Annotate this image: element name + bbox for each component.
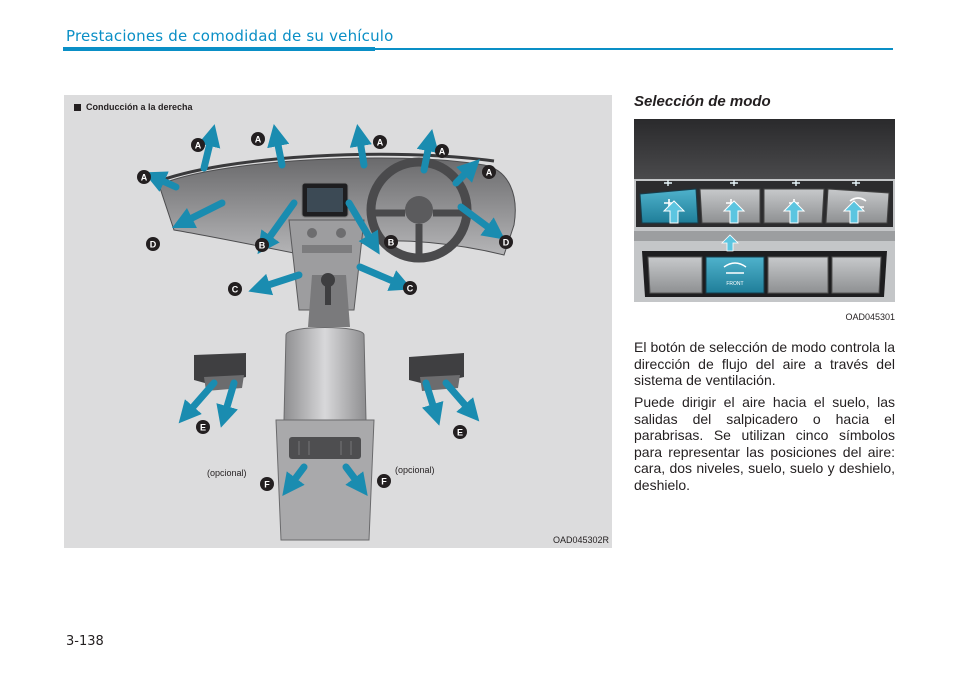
svg-text:C: C: [232, 285, 239, 295]
header-rule-accent: [63, 47, 375, 51]
dashboard-illustration: A A A A A A B B C C D D E E F F: [137, 123, 516, 541]
section-header: Prestaciones de comodidad de su vehículo: [66, 27, 394, 45]
vent-badge-a: A: [251, 132, 265, 146]
header-rule: [375, 48, 893, 50]
vent-badge-b: B: [384, 235, 398, 249]
gear-shifter: [308, 273, 350, 327]
arrow-up-icon: [662, 200, 686, 224]
paragraph-intro: El botón de selección de modo controla l…: [634, 339, 895, 388]
svg-text:E: E: [200, 423, 206, 433]
vent-badge-b: B: [255, 238, 269, 252]
vent-badge-a: A: [373, 135, 387, 149]
vent-badge-e: E: [196, 420, 210, 434]
floor-vent-right: [409, 353, 464, 391]
vent-badge-f: F: [260, 477, 274, 491]
vent-badge-a: A: [435, 144, 449, 158]
arrow-up-icon: [721, 234, 739, 252]
svg-text:A: A: [439, 147, 446, 157]
svg-text:D: D: [503, 238, 510, 248]
caption-square-icon: [74, 103, 81, 111]
vent-badge-f: F: [377, 474, 391, 488]
mode-buttons-figure: FRONT: [634, 119, 895, 302]
caption-text: Conducción a la derecha: [86, 102, 193, 112]
vent-badge-c: C: [228, 282, 242, 296]
svg-text:D: D: [150, 240, 157, 250]
vent-badge-d: D: [146, 237, 160, 251]
optional-label-right: (opcional): [395, 465, 435, 475]
arrow-up-icon: [782, 200, 806, 224]
svg-text:E: E: [457, 428, 463, 438]
svg-text:A: A: [141, 173, 148, 183]
svg-text:A: A: [486, 168, 493, 178]
figure-code-right: OAD045301: [845, 312, 895, 322]
front-button-label: FRONT: [726, 281, 743, 287]
svg-text:F: F: [264, 480, 270, 490]
dashboard-vents-figure: A A A A A A B B C C D D E E F F Conducci…: [64, 95, 612, 548]
page-number: 3-138: [66, 634, 104, 649]
vent-label-badges: A A A A A A B B C C D D E E F F: [137, 132, 513, 491]
vent-badge-c: C: [403, 281, 417, 295]
arrow-up-icon: [842, 200, 866, 224]
floor-vent-left: [194, 353, 246, 391]
vent-badge-a: A: [482, 165, 496, 179]
svg-text:A: A: [255, 135, 262, 145]
svg-text:A: A: [377, 138, 384, 148]
airflow-arrows: [143, 123, 505, 496]
vent-badge-e: E: [453, 425, 467, 439]
svg-text:A: A: [195, 141, 202, 151]
mode-buttons-illustration: FRONT: [634, 119, 895, 302]
arrow-up-icon: [722, 200, 746, 224]
figure-code: OAD045302R: [552, 535, 609, 545]
vent-badge-d: D: [499, 235, 513, 249]
svg-text:B: B: [388, 238, 395, 248]
svg-text:F: F: [381, 477, 387, 487]
svg-text:C: C: [407, 284, 414, 294]
svg-text:B: B: [259, 241, 266, 251]
optional-label-left: (opcional): [207, 468, 247, 478]
figure-caption: Conducción a la derecha: [74, 102, 193, 112]
vent-badge-a: A: [191, 138, 205, 152]
vent-badge-a: A: [137, 170, 151, 184]
section-title: Selección de modo: [634, 93, 771, 110]
center-console: [275, 327, 375, 541]
paragraph-detail: Puede dirigir el aire hacia el suelo, la…: [634, 394, 895, 493]
